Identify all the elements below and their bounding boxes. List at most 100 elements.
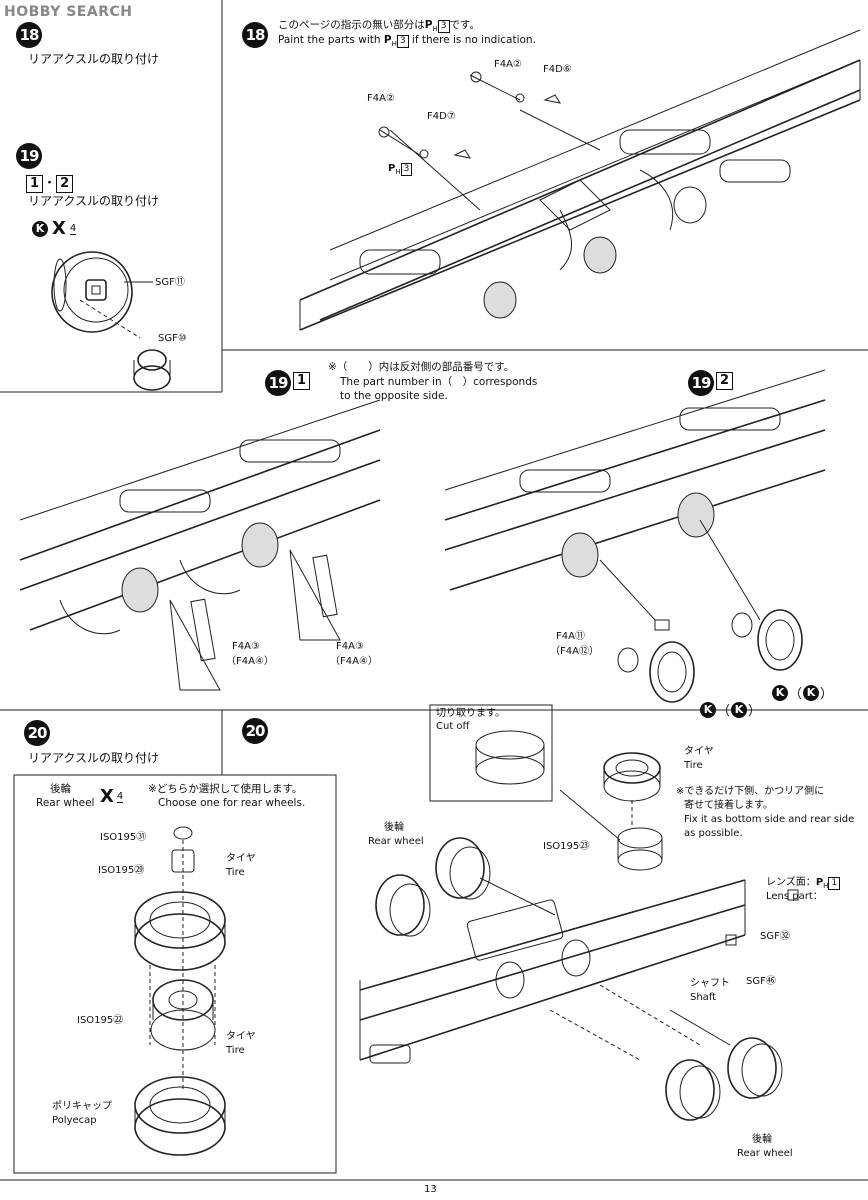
lens-paint-num: 1 <box>828 877 841 890</box>
box-note-jp: ※どちらか選択して使用します。 <box>148 783 303 795</box>
paint-code-h: H <box>432 25 438 34</box>
note-right-jp2: 寄せて接着します。 <box>684 800 773 811</box>
step-19-1-sub: 1 <box>293 372 311 390</box>
label-rear2-jp: 後輪 <box>752 1134 772 1145</box>
step-19-1-note-en2: to the opposite side. <box>340 390 448 402</box>
k-icon-right: K <box>772 684 788 701</box>
wheel-exploded-view <box>134 826 226 1156</box>
label-tire-right-en: Tire <box>684 760 703 771</box>
label-f4a3-a: F4A③ <box>232 641 260 652</box>
paint-code-p-en: P <box>383 34 392 46</box>
step-19-2-badge: 19 <box>688 370 714 396</box>
paint-callout-h: H <box>395 168 401 176</box>
lens-paint-p: P <box>815 877 824 888</box>
lens-paint-h: H <box>823 882 829 890</box>
hardware-callout: K X 4 <box>32 218 77 239</box>
box-title-en: Rear wheel <box>36 797 95 809</box>
step-20-title: リアアクスルの取り付け <box>28 751 160 765</box>
step-18-badge: 18 <box>16 22 42 48</box>
label-f4a12: （F4A⑫） <box>550 646 599 657</box>
step-19-1-note-en1: The part number in（ ）corresponds <box>340 376 538 388</box>
label-iso22: ISO195㉒ <box>77 1015 124 1026</box>
label-tire-en: Tire <box>226 867 245 878</box>
box-quantity-label: 4 <box>116 790 124 803</box>
paint-number: 3 <box>437 20 450 33</box>
step-20-badge: 20 <box>24 720 50 746</box>
label-iso31: ISO195㉛ <box>100 832 147 843</box>
lens-jp-text: レンズ面： <box>766 877 816 888</box>
step-19-sub-row: 1・2 <box>26 172 74 193</box>
label-rear-jp: 後輪 <box>384 822 404 833</box>
label-tire-jp: タイヤ <box>226 853 256 864</box>
step-19-badge: 19 <box>16 143 42 169</box>
quantity-label: 4 <box>69 222 77 235</box>
k-part-icon: K <box>32 220 48 237</box>
label-f4d6: F4D⑥ <box>543 64 572 75</box>
note-jp-pre: このページの指示の無い部分は <box>278 19 425 31</box>
note-en-post: if there is no indication. <box>411 34 536 46</box>
label-f4a4-b: （F4A④） <box>330 656 378 667</box>
multiply-icon: X <box>52 218 66 239</box>
box-quantity: X 4 <box>100 786 124 807</box>
chassis-frame-top <box>299 29 861 331</box>
note-jp-post: です。 <box>449 19 480 31</box>
k-icon-left: K <box>700 701 716 718</box>
label-f4a2-left: F4A② <box>367 93 395 104</box>
k-callout-right: K（K） <box>772 683 833 702</box>
box-note-en: Choose one for rear wheels. <box>158 797 306 809</box>
chassis-frame-19-1 <box>19 399 381 691</box>
label-sgf10: SGF⑩ <box>158 333 187 344</box>
paint-code-h-en: H <box>391 40 397 49</box>
k-callout-left: K（K） <box>700 700 761 719</box>
label-f4a4-a: （F4A④） <box>226 656 274 667</box>
step-19-1-badge: 19 <box>265 370 291 396</box>
cutoff-box-drawing <box>429 704 553 802</box>
note-en-pre: Paint the parts with <box>278 34 381 46</box>
paint-callout-p: P <box>388 163 396 174</box>
note-right-en1: Fix it as bottom side and rear side <box>684 814 855 825</box>
chassis-frame-19-2 <box>444 369 826 703</box>
hubcap-drawing <box>51 251 171 391</box>
label-polycap-en: Polyecap <box>52 1115 97 1126</box>
k-icon-right-paren: K <box>803 684 820 701</box>
label-iso29: ISO195㉙ <box>98 865 145 876</box>
rear-wheel-box <box>13 774 337 1174</box>
cutoff-jp: 切り取ります。 <box>436 708 505 719</box>
step-19-sub-b: 2 <box>56 175 74 193</box>
box-title-jp: 後輪 <box>50 783 71 795</box>
label-sgf32: SGF㉜ <box>760 931 790 942</box>
label-sgf11: SGF⑪ <box>155 277 185 288</box>
label-f4a3-b: F4A③ <box>336 641 364 652</box>
label-iso23: ISO195㉓ <box>543 841 590 852</box>
step-19-sub-dot: ・ <box>43 176 57 191</box>
k-icon-left-paren: K <box>731 701 748 718</box>
paint-number-en: 3 <box>396 35 409 48</box>
step-18-right-badge: 18 <box>242 22 268 48</box>
paint-callout-num: 3 <box>400 163 413 176</box>
note-right-en2: as possible. <box>684 828 743 839</box>
label-shaft-en: Shaft <box>690 992 717 1003</box>
step-19-sub-a: 1 <box>26 175 44 193</box>
label-f4d7: F4D⑦ <box>427 111 456 122</box>
step-19-1-note-jp: ※（ ）内は反対側の部品番号です。 <box>328 361 515 373</box>
step-19-title: リアアクスルの取り付け <box>28 194 160 208</box>
label-f4a11: F4A⑪ <box>556 631 585 642</box>
page-number: 13 <box>424 1184 437 1195</box>
label-tire2-jp: タイヤ <box>226 1031 256 1042</box>
label-polycap-jp: ポリキャップ <box>52 1101 112 1112</box>
step-19-2-sub: 2 <box>716 372 734 390</box>
paint-code-p: P <box>424 19 433 31</box>
step-18-title: リアアクスルの取り付け <box>28 52 160 66</box>
chassis-frame-20 <box>359 837 799 1121</box>
watermark-text: HOBBY SEARCH <box>4 4 133 20</box>
cutoff-en: Cut off <box>436 721 470 732</box>
label-rear-en: Rear wheel <box>368 836 424 847</box>
label-shaft-jp: シャフト <box>690 978 730 989</box>
label-lens-en: Lens part： <box>766 891 823 902</box>
label-rear2-en: Rear wheel <box>737 1148 793 1159</box>
